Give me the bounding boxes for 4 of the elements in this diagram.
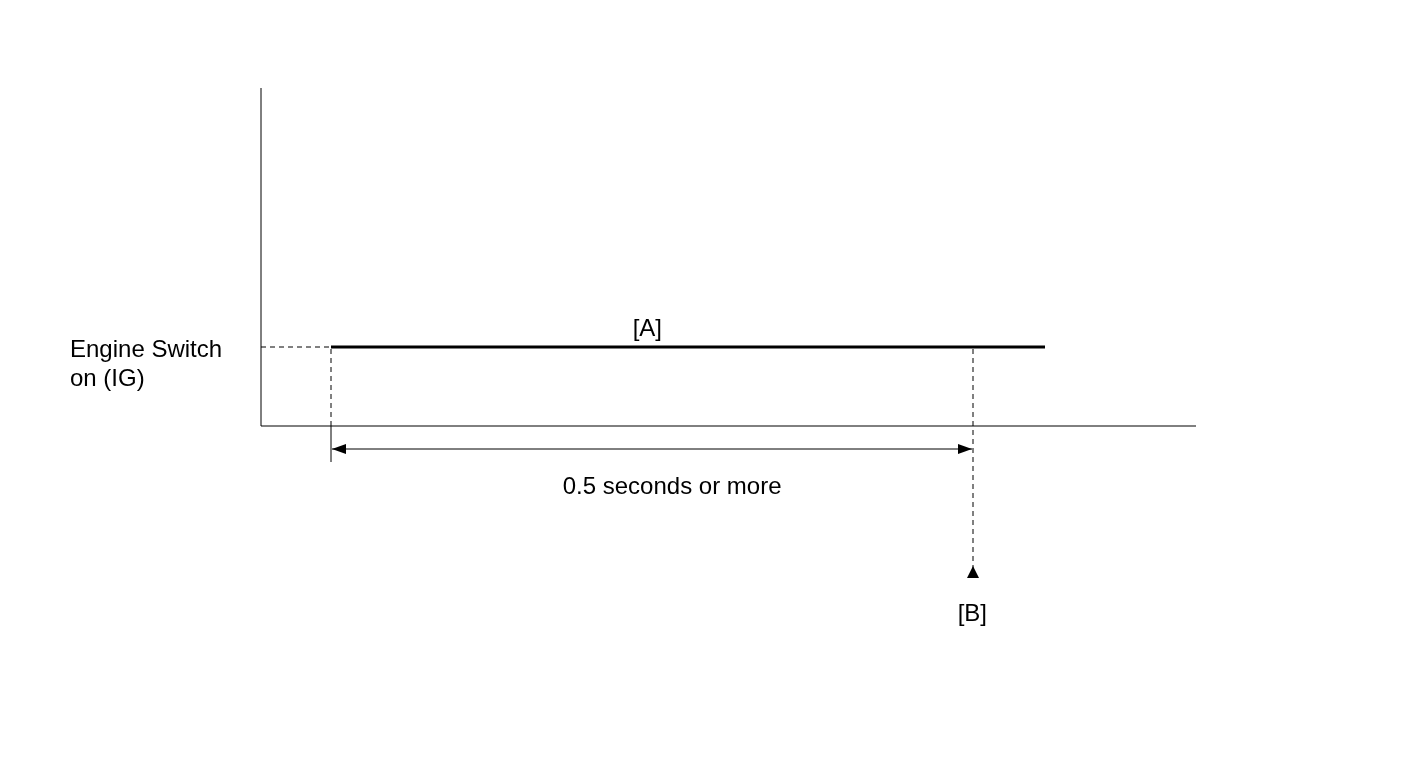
- dimension-label: 0.5 seconds or more: [562, 471, 783, 500]
- callout-label: [B]: [956, 598, 988, 627]
- callout-label: [A]: [631, 313, 663, 342]
- signal-label: Engine Switch on (IG): [70, 334, 224, 392]
